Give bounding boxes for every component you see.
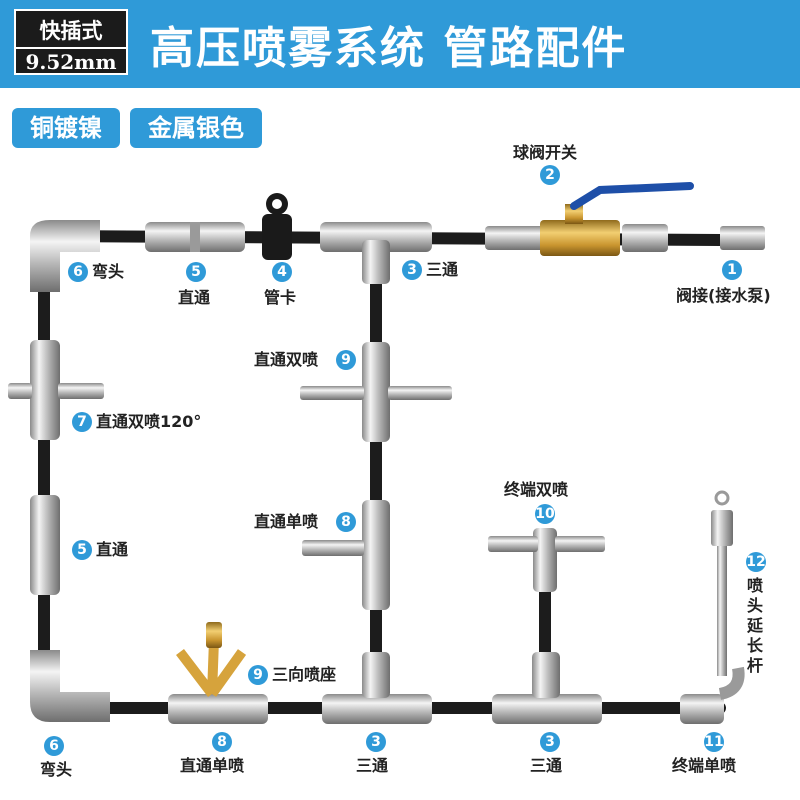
label-ball-valve: 球阀开关 xyxy=(513,143,578,162)
straight-connector-top xyxy=(145,222,245,252)
badge-straight-double-120: 7 xyxy=(72,412,92,432)
header-banner: 快插式 9.52mm 高压喷雾系统 管路配件 xyxy=(0,0,800,88)
badge-extension-rod: 12 xyxy=(746,552,766,572)
label-straight-single-bottom: 直通单喷 xyxy=(180,756,245,775)
badge-straight-left: 5 xyxy=(72,540,92,560)
label-elbow-top: 弯头 xyxy=(92,262,125,281)
valve-assembly xyxy=(485,182,765,256)
badge-straight-single-bottom: 8 xyxy=(212,732,232,752)
end-double-fitting xyxy=(488,528,605,592)
badge-pipe-clamp: 4 xyxy=(272,262,292,282)
badge-straight-top: 5 xyxy=(186,262,206,282)
label-end-single: 终端单喷 xyxy=(672,756,737,775)
label-straight-double: 直通双喷 xyxy=(254,350,319,369)
label-tee-bottom-middle: 三通 xyxy=(356,756,389,775)
label-elbow-bottom: 弯头 xyxy=(40,760,73,779)
material-tag: 铜镀镍 xyxy=(12,108,120,148)
pipe-clamp xyxy=(262,193,292,260)
elbow-bottom-left xyxy=(30,650,110,722)
straight-connector-left xyxy=(30,495,60,595)
tee-bottom-right xyxy=(492,652,602,724)
label-straight-double-120: 直通双喷120° xyxy=(96,412,202,431)
straight-double-fitting xyxy=(300,342,452,442)
label-extension-rod: 喷头延长杆 xyxy=(747,576,764,675)
badge-elbow-bottom: 6 xyxy=(44,736,64,756)
label-three-way-seat: 三向喷座 xyxy=(272,665,337,684)
tee-top xyxy=(320,222,432,284)
label-valve-connector: 阀接(接水泵) xyxy=(676,286,771,305)
badge-straight-single-mid: 8 xyxy=(336,512,356,532)
badge-ball-valve: 2 xyxy=(540,165,560,185)
page-title: 高压喷雾系统 管路配件 xyxy=(150,23,628,74)
badge-end-single: 11 xyxy=(704,732,724,752)
label-pipe-clamp: 管卡 xyxy=(264,288,297,307)
badge-end-double: 10 xyxy=(535,504,555,524)
label-tee-bottom-right: 三通 xyxy=(530,756,563,775)
spec-badge-type: 快插式 xyxy=(39,19,103,43)
hose-lines xyxy=(38,230,726,714)
badge-tee-bottom-right: 3 xyxy=(540,732,560,752)
label-straight-top: 直通 xyxy=(178,288,211,307)
end-single-fitting xyxy=(680,666,745,724)
badge-three-way-seat: 9 xyxy=(248,665,268,685)
straight-single-fitting xyxy=(302,500,390,610)
label-straight-single-mid: 直通单喷 xyxy=(254,512,319,531)
badge-straight-double: 9 xyxy=(336,350,356,370)
spec-badge-size: 9.52mm xyxy=(16,47,126,74)
straight-double-120-fitting xyxy=(8,340,104,440)
three-way-seat-fitting xyxy=(168,622,268,724)
badge-tee-bottom-middle: 3 xyxy=(366,732,386,752)
spec-badge: 快插式 9.52mm xyxy=(14,9,128,75)
label-end-double: 终端双喷 xyxy=(504,480,569,499)
badge-valve-connector: 1 xyxy=(722,260,742,280)
elbow-top-left xyxy=(30,220,100,292)
label-straight-left: 直通 xyxy=(96,540,129,559)
color-tag: 金属银色 xyxy=(130,108,262,148)
extension-rod xyxy=(711,490,733,676)
badge-tee-top: 3 xyxy=(402,260,422,280)
badge-elbow-top: 6 xyxy=(68,262,88,282)
label-tee-top: 三通 xyxy=(426,260,459,279)
tee-bottom-middle xyxy=(322,652,432,724)
